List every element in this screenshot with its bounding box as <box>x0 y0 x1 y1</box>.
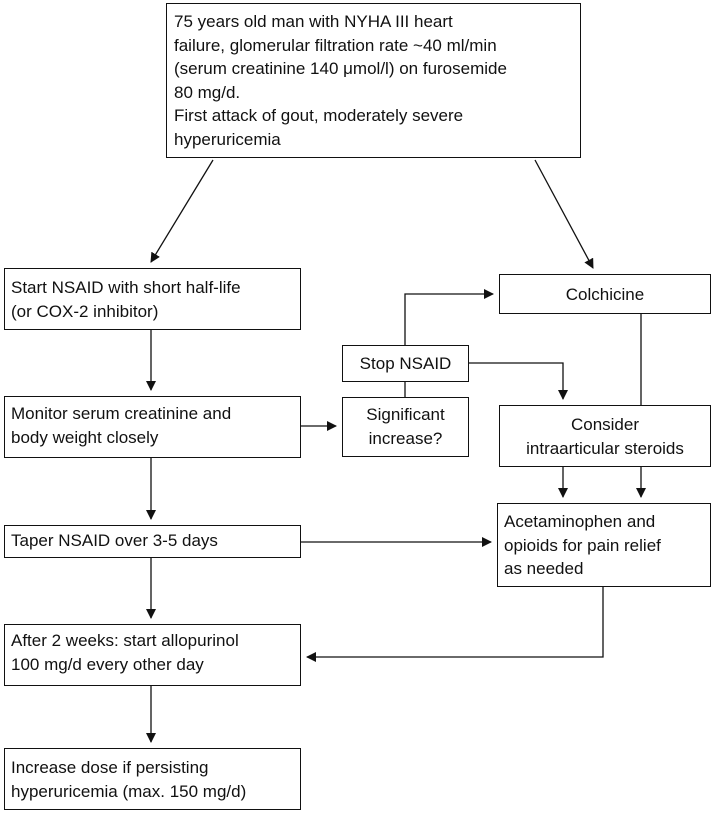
monitor-line: body weight closely <box>11 427 159 447</box>
patient-description-line: (serum creatinine 140 μmol/l) on furosem… <box>174 59 507 78</box>
edge-patient-to-colchicine <box>534 159 594 269</box>
start-nsaid-line: Start NSAID with short half-life <box>11 278 241 297</box>
significant-increase-line: increase? <box>368 428 443 448</box>
acetaminophen-line: as needed <box>504 559 584 578</box>
acetaminophen-line: opioids for pain relief <box>504 535 661 555</box>
acetaminophen-box: Acetaminophen and opioids for pain relie… <box>497 503 711 587</box>
acetaminophen-line: Acetaminophen and <box>504 512 656 531</box>
increase-dose-line: hyperuricemia (max. 150 mg/d) <box>11 781 247 801</box>
significant-increase-box: Significant increase? <box>342 397 469 457</box>
taper-nsaid-line: Taper NSAID over 3-5 days <box>11 531 218 550</box>
increase-dose-line: Increase dose if persisting <box>11 758 209 777</box>
allopurinol-box: After 2 weeks: start allopurinol 100 mg/… <box>4 624 301 686</box>
patient-description-line: First attack of gout, moderately severe <box>174 106 464 125</box>
stop-nsaid-line: Stop NSAID <box>359 354 452 373</box>
taper-nsaid-box: Taper NSAID over 3-5 days <box>4 525 301 558</box>
allopurinol-line: 100 mg/d every other day <box>11 654 204 674</box>
edge-acetaminophen-to-allopurinol <box>306 587 604 662</box>
increase-dose-box: Increase dose if persisting hyperuricemi… <box>4 748 301 810</box>
start-nsaid-line: (or COX-2 inhibitor) <box>11 301 159 321</box>
consider-steroids-line: Consider <box>570 415 640 434</box>
consider-steroids-line: intraarticular steroids <box>526 438 684 458</box>
edge-patient-to-start-nsaid <box>150 159 214 263</box>
patient-description-line: failure, glomerular filtration rate ~40 … <box>174 35 497 55</box>
stop-nsaid-box: Stop NSAID <box>342 345 469 382</box>
edge-stop-nsaid-to-colchicine <box>404 289 494 345</box>
patient-description-box: 75 years old man with NYHA III heart fai… <box>166 3 581 158</box>
significant-increase-line: Significant <box>366 405 445 424</box>
allopurinol-line: After 2 weeks: start allopurinol <box>11 631 239 650</box>
monitor-line: Monitor serum creatinine and <box>11 404 232 423</box>
consider-steroids-box: Consider intraarticular steroids <box>499 405 711 467</box>
colchicine-line: Colchicine <box>565 285 645 304</box>
edge-stop-nsaid-to-consider-steroids <box>469 362 568 400</box>
patient-description-line: hyperuricemia <box>174 129 281 149</box>
start-nsaid-box: Start NSAID with short half-life (or COX… <box>4 268 301 330</box>
monitor-box: Monitor serum creatinine and body weight… <box>4 396 301 458</box>
patient-description-line: 75 years old man with NYHA III heart <box>174 12 453 31</box>
patient-description-line: 80 mg/d. <box>174 82 241 102</box>
colchicine-box: Colchicine <box>499 274 711 314</box>
